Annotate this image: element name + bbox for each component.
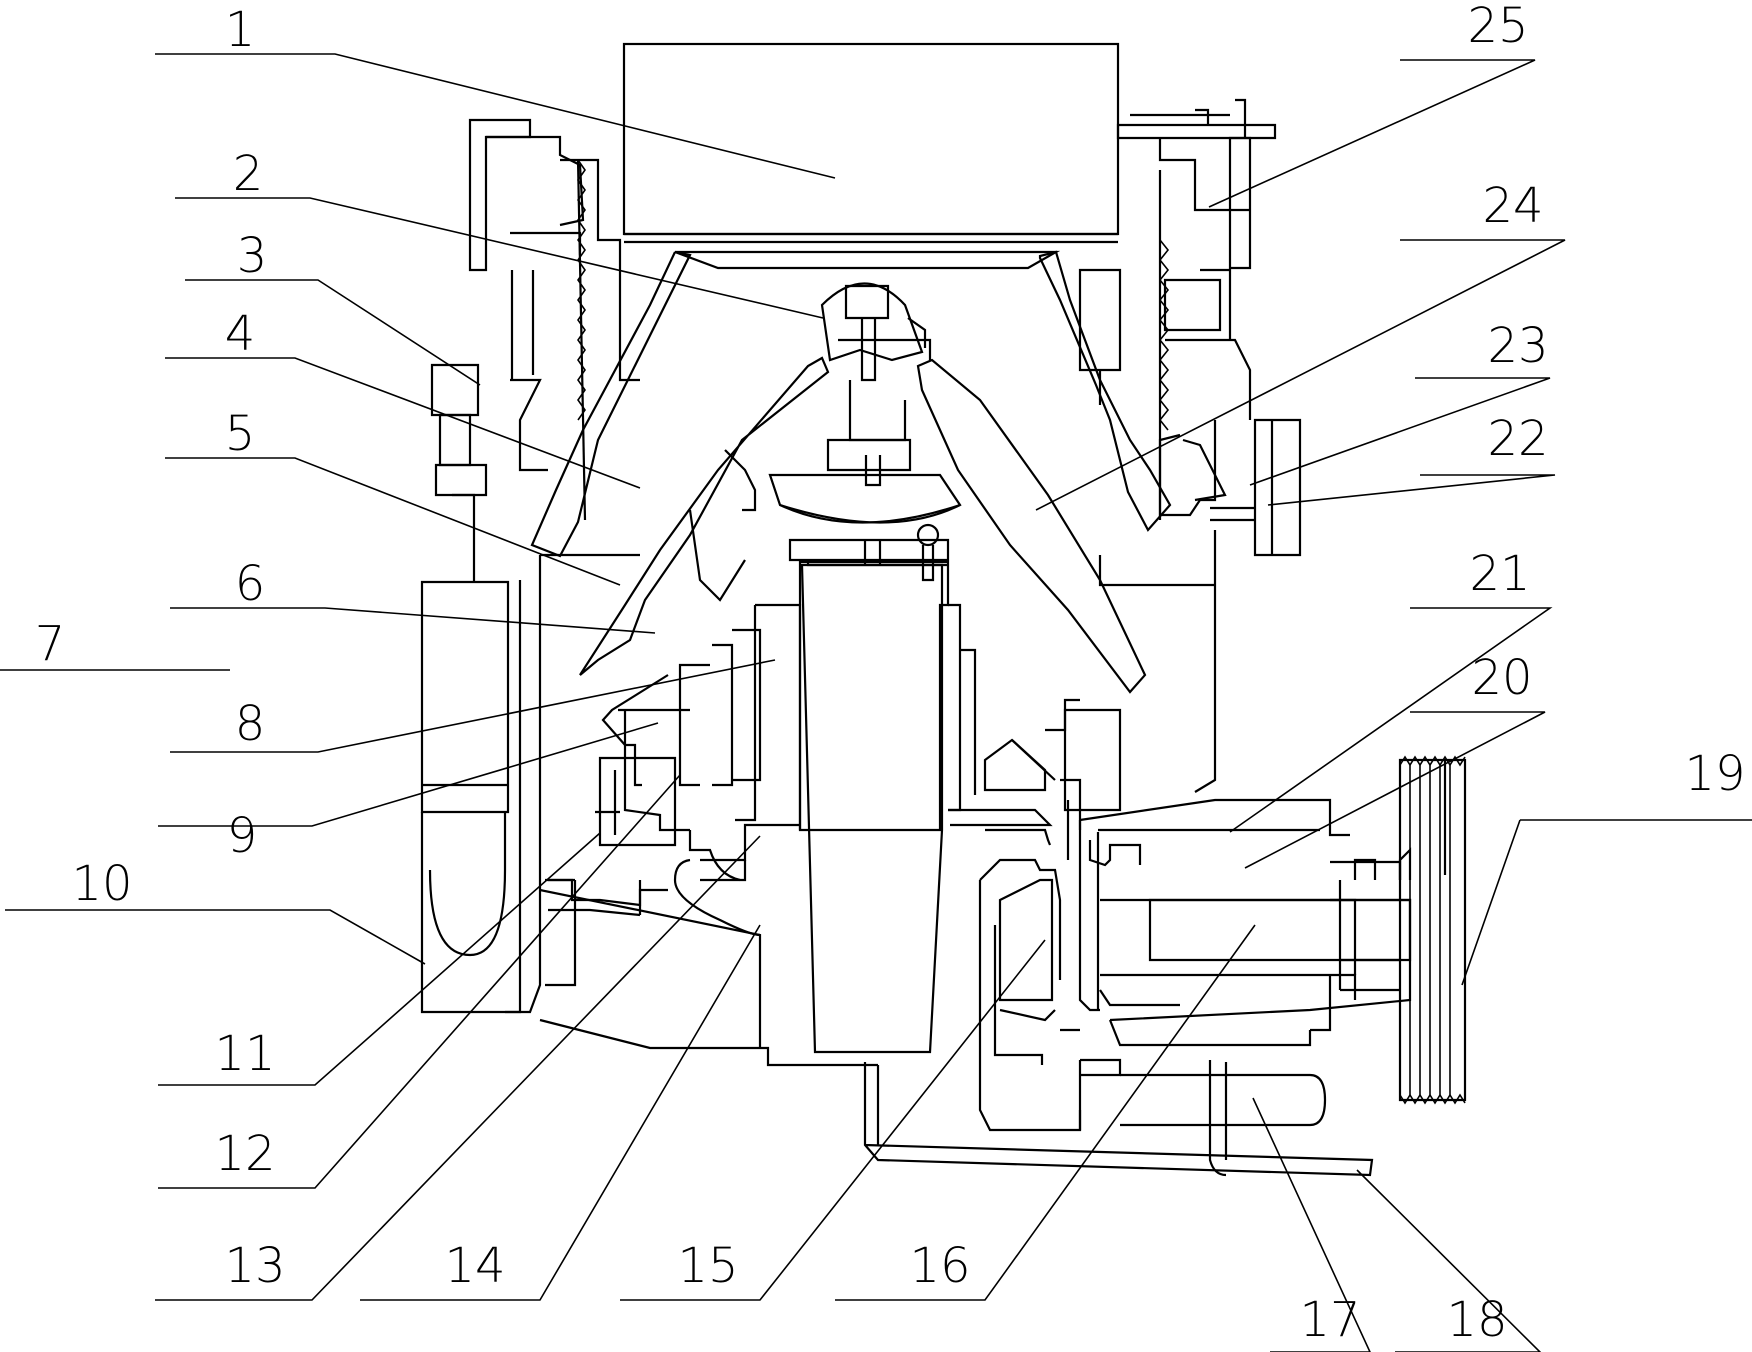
label-8: 8 <box>235 696 266 752</box>
upper-head <box>768 282 962 582</box>
labels: 1 2 3 4 5 6 7 8 9 10 11 12 13 14 15 16 1… <box>35 0 1746 1348</box>
left-cylinder <box>420 363 522 1014</box>
label-10: 10 <box>71 856 132 912</box>
label-11: 11 <box>214 1026 275 1082</box>
label-14: 14 <box>444 1238 505 1294</box>
countershaft-housing <box>978 820 1412 1132</box>
socket-seat <box>595 674 741 882</box>
label-1: 1 <box>225 2 256 58</box>
label-9: 9 <box>227 808 258 864</box>
label-15: 15 <box>677 1238 738 1294</box>
lube-pipes <box>863 1060 1374 1177</box>
pulley <box>1398 755 1467 1105</box>
upper-frame-left <box>468 118 640 521</box>
main-housing <box>505 530 1217 1067</box>
label-21: 21 <box>1469 546 1530 602</box>
mantle-inner <box>579 356 1147 694</box>
label-23: 23 <box>1487 318 1548 374</box>
label-20: 20 <box>1471 650 1532 706</box>
label-4: 4 <box>225 306 256 362</box>
label-16: 16 <box>909 1238 970 1294</box>
label-25: 25 <box>1467 0 1528 54</box>
drive-shaft <box>1148 847 1412 992</box>
label-13: 13 <box>224 1238 285 1294</box>
right-bracket <box>1182 418 1302 557</box>
label-5: 5 <box>225 406 256 462</box>
label-19: 19 <box>1684 746 1745 802</box>
eccentric-bushing <box>678 560 977 832</box>
label-18: 18 <box>1446 1292 1507 1348</box>
label-6: 6 <box>235 556 266 612</box>
upper-frame-right <box>1078 98 1277 520</box>
thread-right <box>1158 239 1170 431</box>
label-12: 12 <box>214 1126 275 1182</box>
thread-left <box>577 159 586 421</box>
label-22: 22 <box>1487 411 1548 467</box>
label-7: 7 <box>35 616 66 672</box>
top-hopper <box>622 42 1120 244</box>
leader-lines <box>0 53 1752 1352</box>
right-lower-guards <box>948 698 1350 867</box>
label-2: 2 <box>233 146 264 202</box>
main-shaft <box>800 540 944 1054</box>
label-17: 17 <box>1299 1292 1360 1348</box>
feed-cone <box>530 250 1172 558</box>
label-3: 3 <box>237 228 268 284</box>
label-24: 24 <box>1482 178 1543 234</box>
lower-seat-left <box>548 823 800 937</box>
